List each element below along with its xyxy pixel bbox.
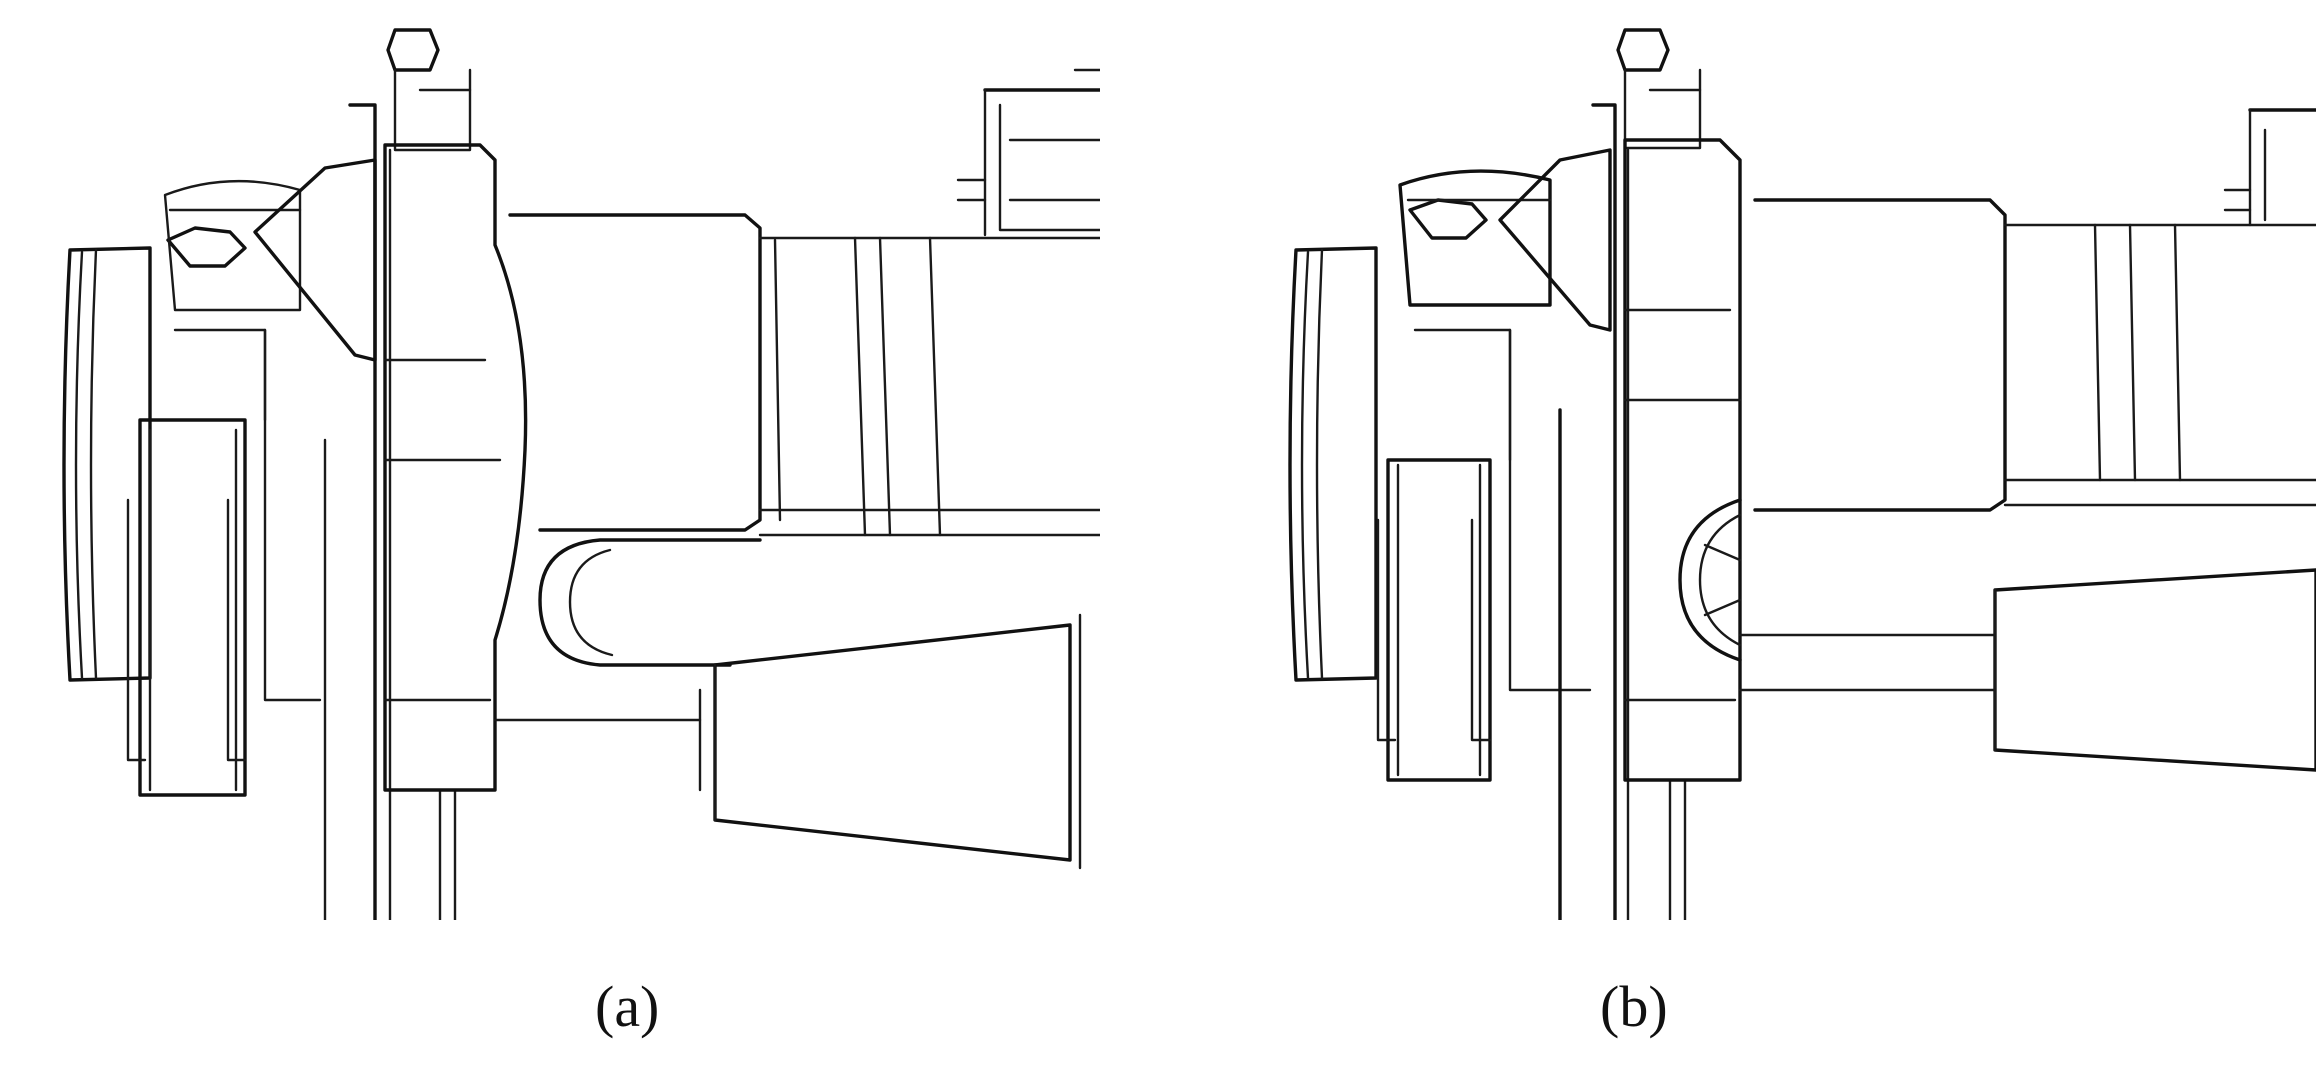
hex-nut-left xyxy=(1408,198,1488,240)
panel-b-line-drawing xyxy=(1288,28,2316,920)
main-flange xyxy=(383,143,528,792)
top-bolt xyxy=(1616,28,1702,150)
left-housing xyxy=(1376,169,1592,782)
vertical-plate xyxy=(323,103,457,920)
panel-a-line-drawing xyxy=(62,28,1100,920)
spherical-joint xyxy=(1678,498,1742,662)
lower-handle xyxy=(1738,568,2316,772)
left-housing xyxy=(126,179,322,797)
wedge-bracket xyxy=(1498,148,1612,332)
u-bend xyxy=(538,538,762,667)
upper-tube xyxy=(1753,198,2316,512)
panel-a-caption: (a) xyxy=(595,974,660,1039)
end-cap xyxy=(62,246,152,682)
upper-tube xyxy=(508,213,1100,537)
lower-handle xyxy=(493,613,1082,870)
vertical-plate xyxy=(1558,103,1687,920)
top-bolt xyxy=(386,28,472,152)
wedge-bracket xyxy=(253,158,377,362)
panel-b-caption: (b) xyxy=(1600,974,1668,1039)
end-cap xyxy=(1288,246,1378,682)
main-flange xyxy=(1623,138,1742,782)
hex-nut-left xyxy=(166,226,247,268)
top-right-clamp xyxy=(956,68,1100,237)
top-right-clamp xyxy=(2223,108,2316,227)
